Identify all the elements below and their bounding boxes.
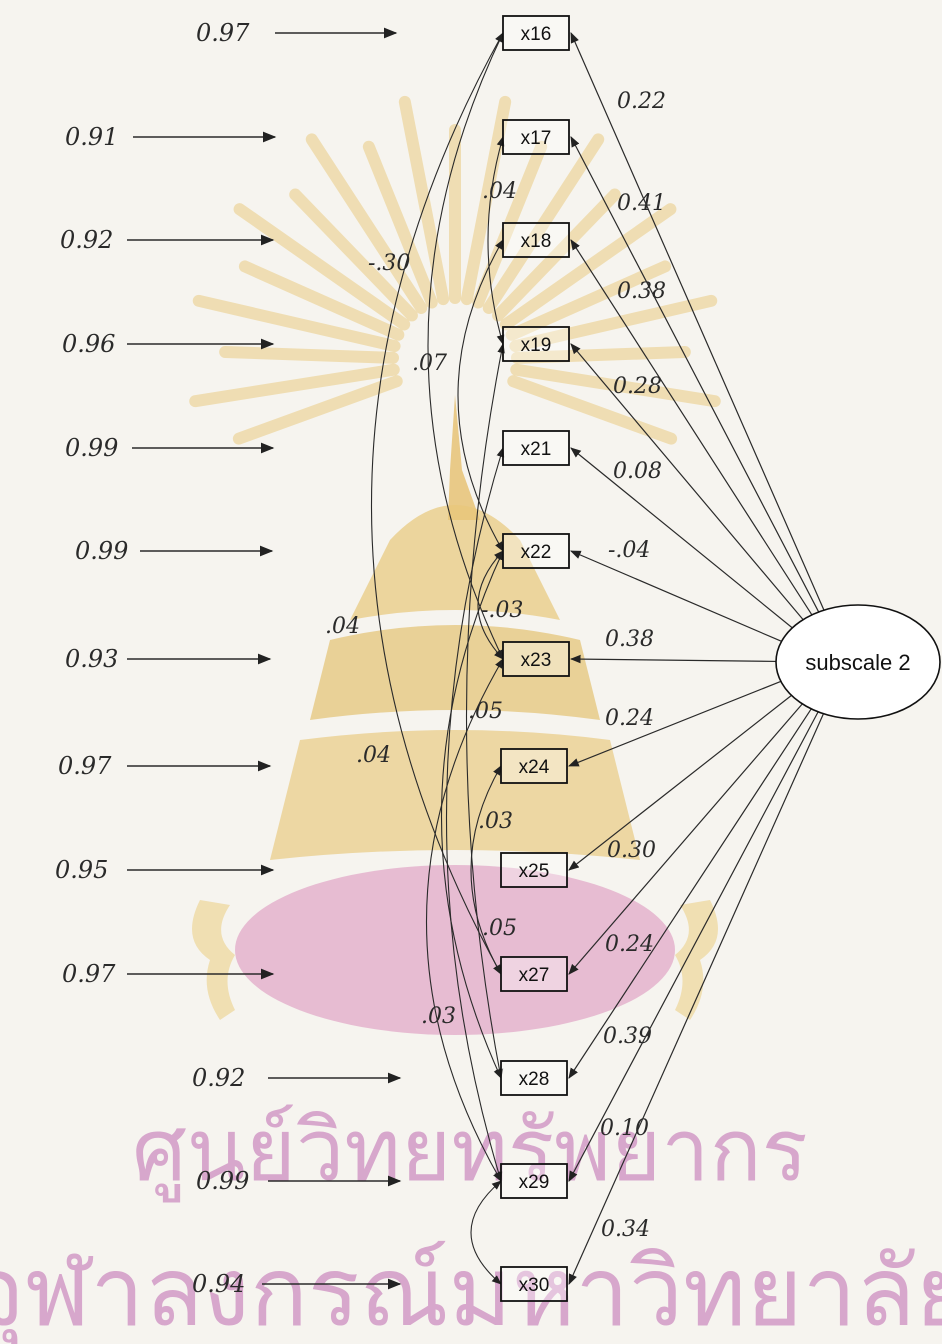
loading-value-x28: 0.39 <box>603 1024 652 1049</box>
variable-label-x17: x17 <box>521 128 552 149</box>
error-value-x25: 0.95 <box>55 856 108 884</box>
correlation-value-x18-x22: .07 <box>412 351 447 376</box>
loading-value-x27: 0.24 <box>605 932 654 957</box>
loading-value-x18: 0.38 <box>617 279 666 304</box>
error-value-x28: 0.92 <box>192 1064 245 1092</box>
variable-label-x19: x19 <box>521 335 552 356</box>
error-value-x27: 0.97 <box>62 960 116 988</box>
loading-value-x21: 0.08 <box>613 459 662 484</box>
variable-label-x30: x30 <box>519 1275 550 1296</box>
variable-label-x18: x18 <box>521 231 552 252</box>
loading-value-x24: 0.24 <box>605 706 654 731</box>
correlation-value-x21-x29: .04 <box>356 743 391 768</box>
variable-label-x28: x28 <box>519 1069 550 1090</box>
emblem-crown-base <box>270 730 640 860</box>
error-value-x29: 0.99 <box>196 1167 249 1195</box>
variable-label-x16: x16 <box>521 24 552 45</box>
latent-factor: subscale 2 <box>776 605 940 719</box>
error-value-x21: 0.99 <box>65 434 118 462</box>
variable-label-x22: x22 <box>521 542 552 563</box>
error-value-x19: 0.96 <box>62 330 115 358</box>
variable-label-x25: x25 <box>519 861 550 882</box>
variable-label-x23: x23 <box>521 650 552 671</box>
loading-arrow-x22 <box>571 551 783 642</box>
variable-label-x24: x24 <box>519 757 550 778</box>
error-value-x23: 0.93 <box>65 645 118 673</box>
correlation-value-x19-x28: .05 <box>468 699 503 724</box>
latent-label: subscale 2 <box>805 650 910 675</box>
error-value-x22: 0.99 <box>75 537 128 565</box>
loading-value-x16: 0.22 <box>617 89 666 114</box>
error-value-x16: 0.97 <box>196 19 250 47</box>
correlation-value-x22-x28: .05 <box>482 916 517 941</box>
error-value-x30: 0.94 <box>192 1270 245 1298</box>
emblem-tassel-right <box>675 900 718 1020</box>
correlation-value-x24-x27: .03 <box>478 809 513 834</box>
correlation-value-x16-x23: -.30 <box>368 251 410 276</box>
loading-value-x22: -.04 <box>608 538 650 563</box>
variable-label-x27: x27 <box>519 965 550 986</box>
error-value-x24: 0.97 <box>58 752 112 780</box>
loading-value-x17: 0.41 <box>617 191 666 216</box>
correlation-value-x16-x27: .04 <box>325 614 360 639</box>
emblem-ray <box>225 352 393 358</box>
loading-arrow-x19 <box>571 344 804 621</box>
emblem-tassel-left <box>192 900 235 1020</box>
correlation-value-x22-x23: -.03 <box>481 598 523 623</box>
variable-label-x21: x21 <box>521 439 552 460</box>
loading-arrow-x24 <box>569 681 782 766</box>
correlation-value-x17-x19: .04 <box>482 179 517 204</box>
loading-value-x19: 0.28 <box>613 374 662 399</box>
loading-arrow-x23 <box>571 659 778 661</box>
loading-arrow-x21 <box>571 448 793 629</box>
university-emblem-watermark <box>192 102 718 1035</box>
emblem-spire <box>448 395 480 520</box>
error-value-x18: 0.92 <box>60 226 113 254</box>
loading-value-x23: 0.38 <box>605 627 654 652</box>
watermark-line2: จุฬาลงกรณ์มหาวิทยาลัย <box>0 1236 942 1344</box>
correlation-value-x23-x29: .03 <box>421 1004 456 1029</box>
variable-label-x29: x29 <box>519 1172 550 1193</box>
error-value-x17: 0.91 <box>65 123 118 151</box>
loading-value-x30: 0.34 <box>601 1217 650 1242</box>
loading-value-x25: 0.30 <box>607 838 656 863</box>
